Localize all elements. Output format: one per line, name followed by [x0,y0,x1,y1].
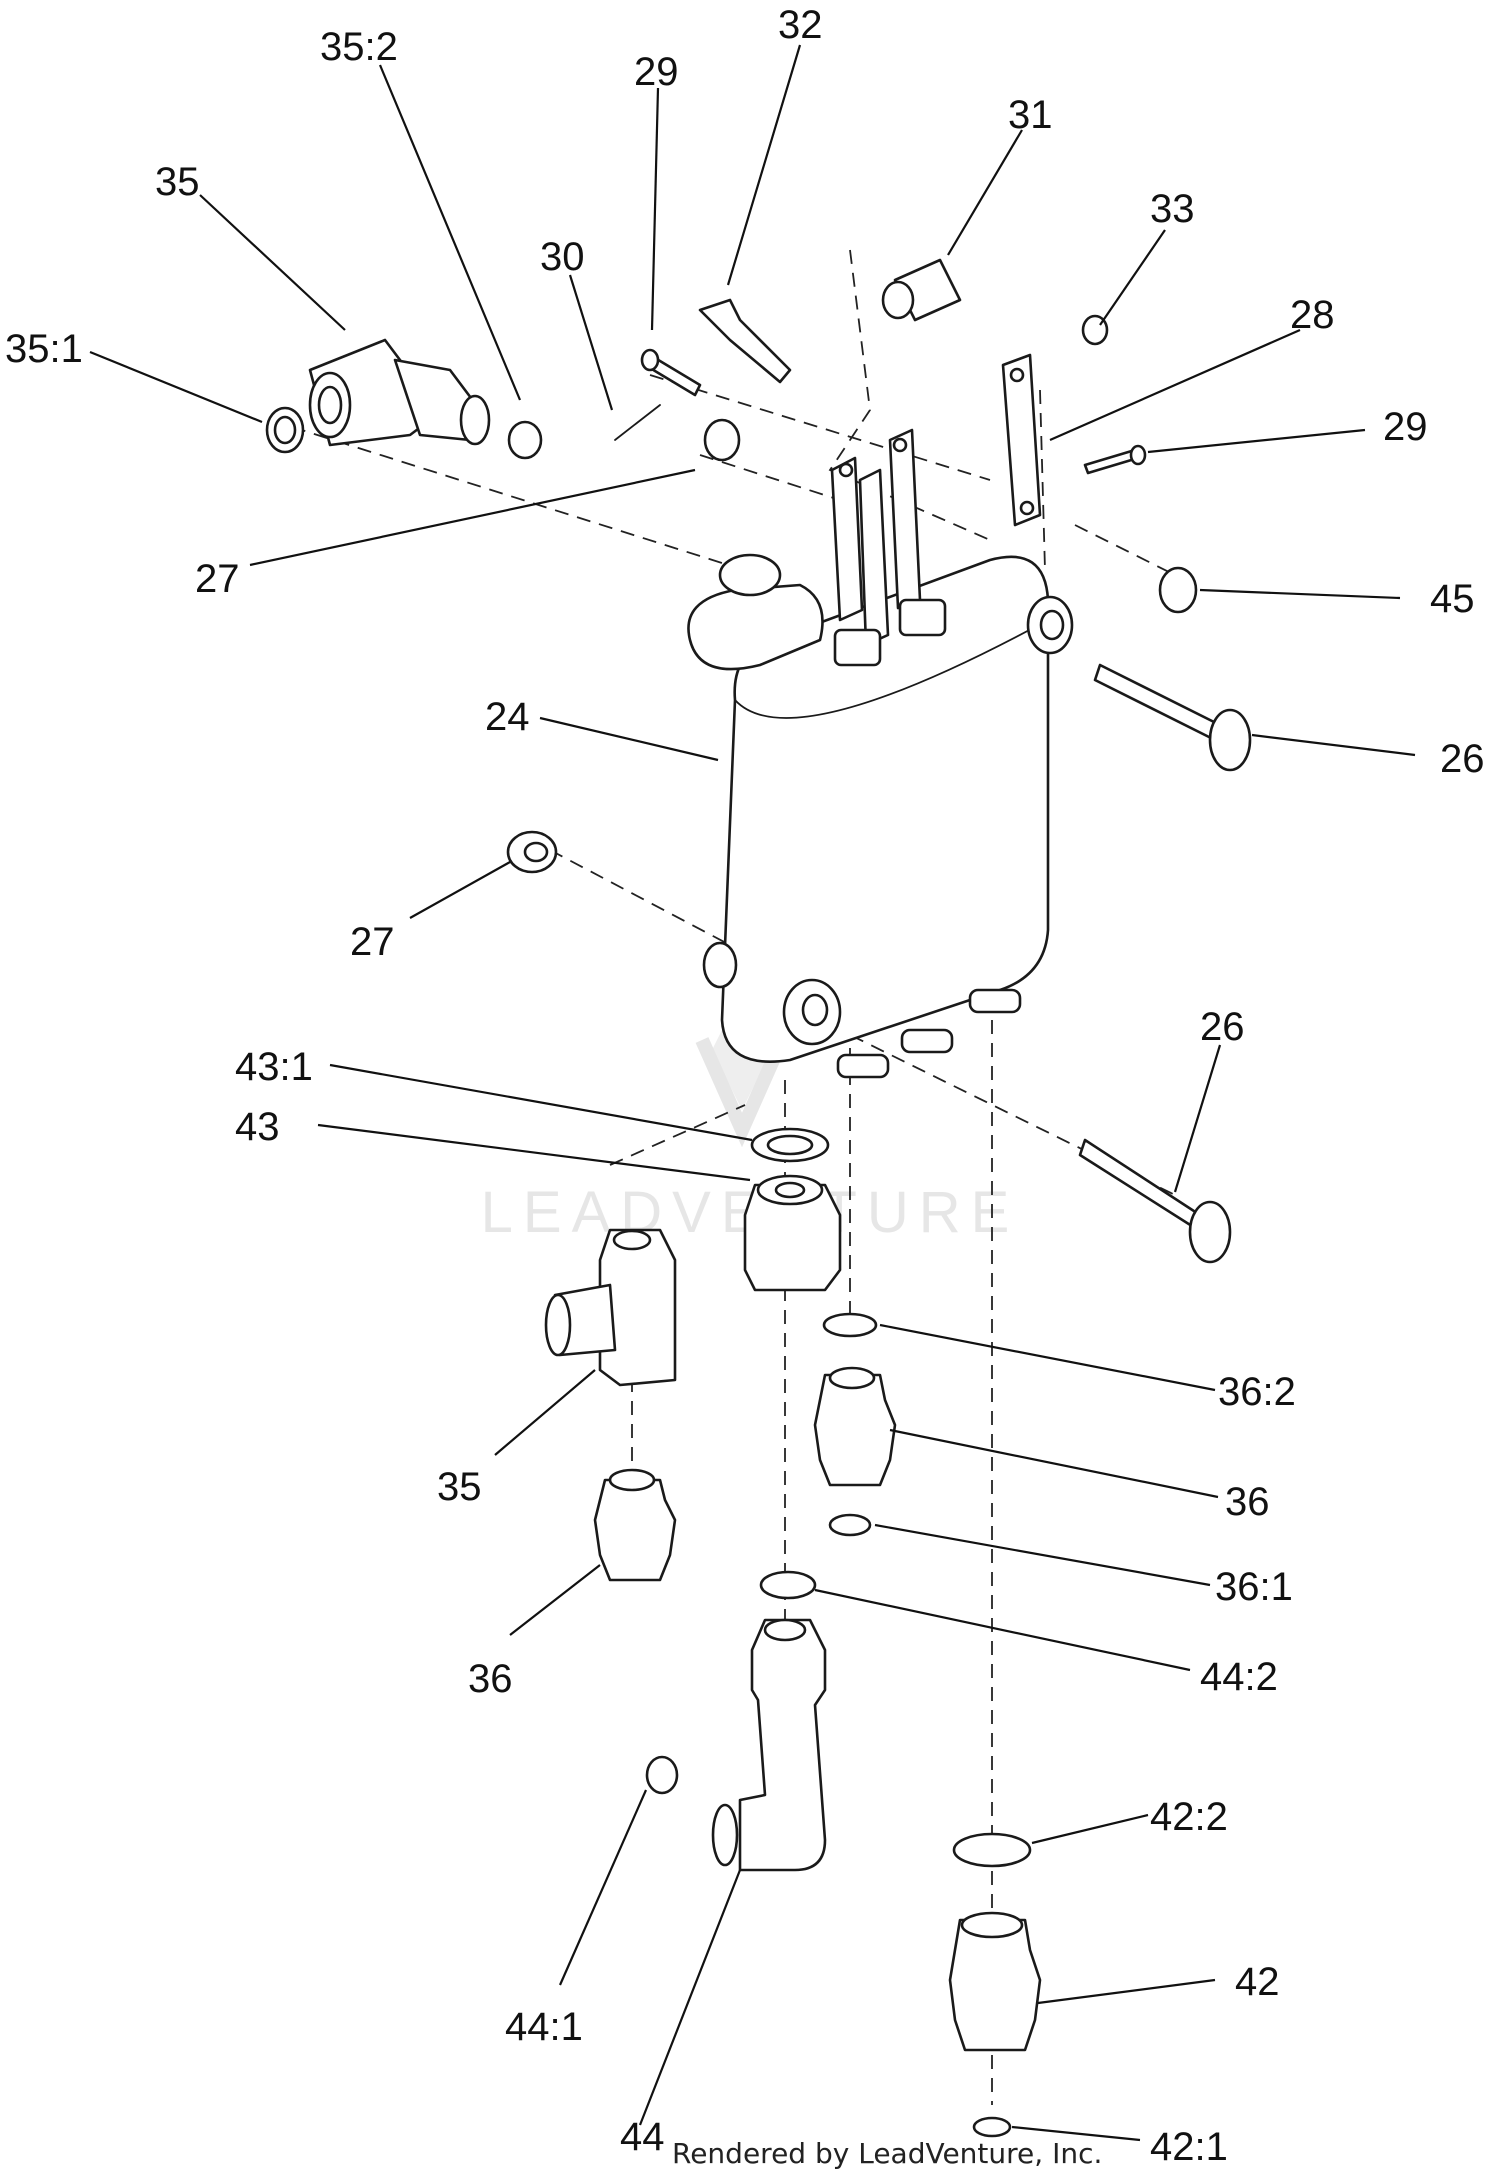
lower-fittings [544,1127,1042,2138]
top-small-parts [614,258,1198,614]
callout-27-mid: 27 [350,920,395,964]
callout-30: 30 [540,235,585,279]
linkage-plates-part [830,353,1042,667]
callout-26-top: 26 [1440,737,1485,781]
callout-29-right: 29 [1383,405,1428,449]
callout-33: 33 [1150,187,1195,231]
callout-45: 45 [1430,577,1475,621]
callout-42-2: 42:2 [1150,1795,1228,1839]
callout-36-2: 36:2 [1218,1370,1296,1414]
callout-36-1: 36:1 [1215,1565,1293,1609]
callout-43-1: 43:1 [235,1045,313,1089]
callout-24: 24 [485,695,530,739]
elbow-fitting-top-part [265,338,543,460]
credit-text: Rendered by LeadVenture, Inc. [672,2137,1102,2170]
callout-labels: 35:2 32 29 31 35 33 30 28 35:1 29 27 45 … [5,3,1485,2169]
leader-lines [89,44,1416,2142]
callout-44-2: 44:2 [1200,1655,1278,1699]
callout-28: 28 [1290,293,1335,337]
callout-32: 32 [778,3,823,47]
washer-27-mid-part [506,830,558,874]
bolt-parts [1078,663,1252,1264]
valve-body-part [687,553,1074,1079]
callout-35-2: 35:2 [320,25,398,69]
callout-35-top: 35 [155,160,200,204]
callout-44: 44 [620,2115,665,2159]
callout-29-top: 29 [634,50,679,94]
callout-36-right: 36 [1225,1480,1270,1524]
callout-36-left: 36 [468,1657,513,1701]
callout-35-bottom: 35 [437,1465,482,1509]
callout-44-1: 44:1 [505,2005,583,2049]
callout-35-1: 35:1 [5,327,83,371]
callout-42-1: 42:1 [1150,2125,1228,2169]
callout-27-top: 27 [195,557,240,601]
callout-42: 42 [1235,1960,1280,2004]
callout-43: 43 [235,1105,280,1149]
callout-26-bottom: 26 [1200,1005,1245,1049]
callout-31: 31 [1008,93,1053,137]
